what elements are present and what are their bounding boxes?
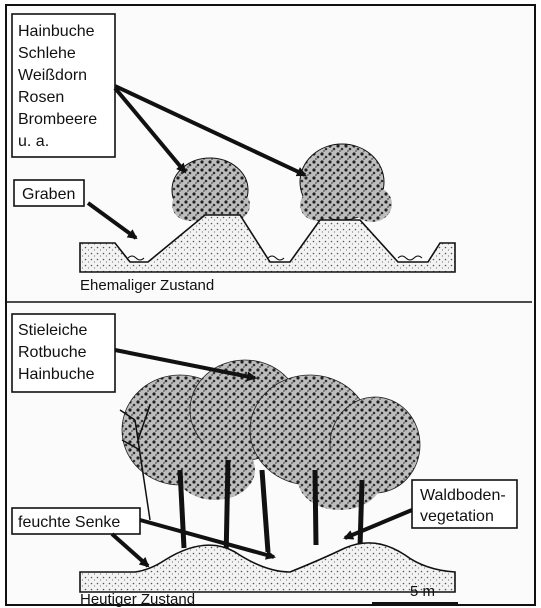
caption-current: Heutiger Zustand <box>80 591 195 608</box>
arrow-to-ditch <box>88 203 136 238</box>
hollow-label: feuchte Senke <box>18 514 120 531</box>
ditch-label: Graben <box>22 186 75 203</box>
shrub-right <box>300 144 392 222</box>
scale-label: 5 m <box>410 583 435 600</box>
bank-profile-former <box>80 215 455 272</box>
tree-label: Stieleiche Rotbuche Hainbuche <box>18 322 95 383</box>
arrow-to-hollow-left <box>112 534 148 566</box>
tree-canopy <box>122 360 420 510</box>
arrow-to-ground <box>345 510 412 538</box>
caption-former: Ehemaliger Zustand <box>80 277 214 294</box>
